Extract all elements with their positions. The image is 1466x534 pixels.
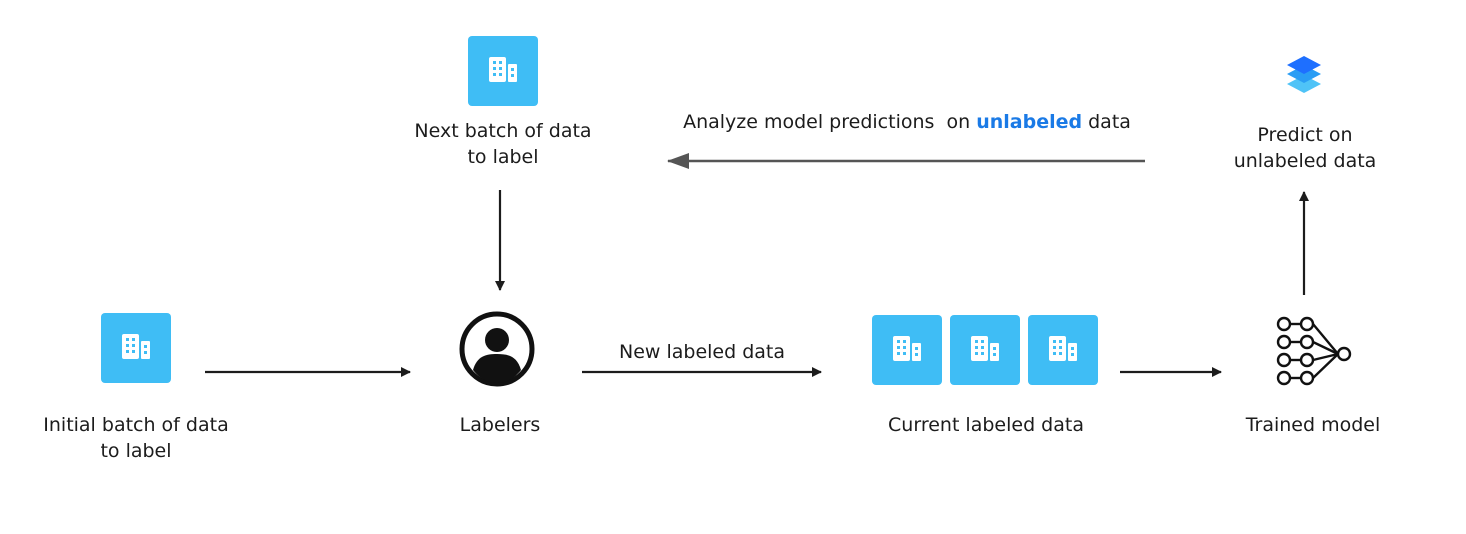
next-batch-data-icon (468, 36, 538, 106)
initial-batch-line2: to label (100, 440, 172, 462)
next-batch-line2: to label (467, 146, 539, 168)
user-avatar-icon (459, 311, 535, 387)
initial-batch-data-icon (101, 313, 171, 383)
predict-line2: unlabeled data (1233, 150, 1377, 172)
analyze-predictions-label: Analyze model predictions on unlabeled d… (660, 109, 1154, 135)
new-labeled-data-label: New labeled data (618, 341, 786, 363)
current-labeled-data-icon-2 (950, 315, 1020, 385)
neural-network-icon (1276, 316, 1352, 386)
initial-batch-line1: Initial batch of data (43, 414, 229, 436)
analyze-prefix: Analyze model predictions on (683, 111, 977, 133)
initial-batch-label: Initial batch of data to label (20, 412, 252, 464)
current-labeled-data-icon-3 (1028, 315, 1098, 385)
next-batch-label: Next batch of data to label (400, 118, 606, 170)
trained-model-label: Trained model (1245, 414, 1381, 436)
predict-label: Predict on unlabeled data (1208, 122, 1402, 174)
predict-line1: Predict on (1257, 124, 1353, 146)
next-batch-line1: Next batch of data (414, 120, 592, 142)
current-labeled-data-label: Current labeled data (888, 414, 1084, 436)
analyze-unlabeled-highlight: unlabeled (976, 111, 1083, 133)
labelers-label: Labelers (459, 414, 541, 436)
analyze-suffix: data (1082, 111, 1131, 133)
layers-icon (1287, 56, 1321, 93)
current-labeled-data-icon-1 (872, 315, 942, 385)
